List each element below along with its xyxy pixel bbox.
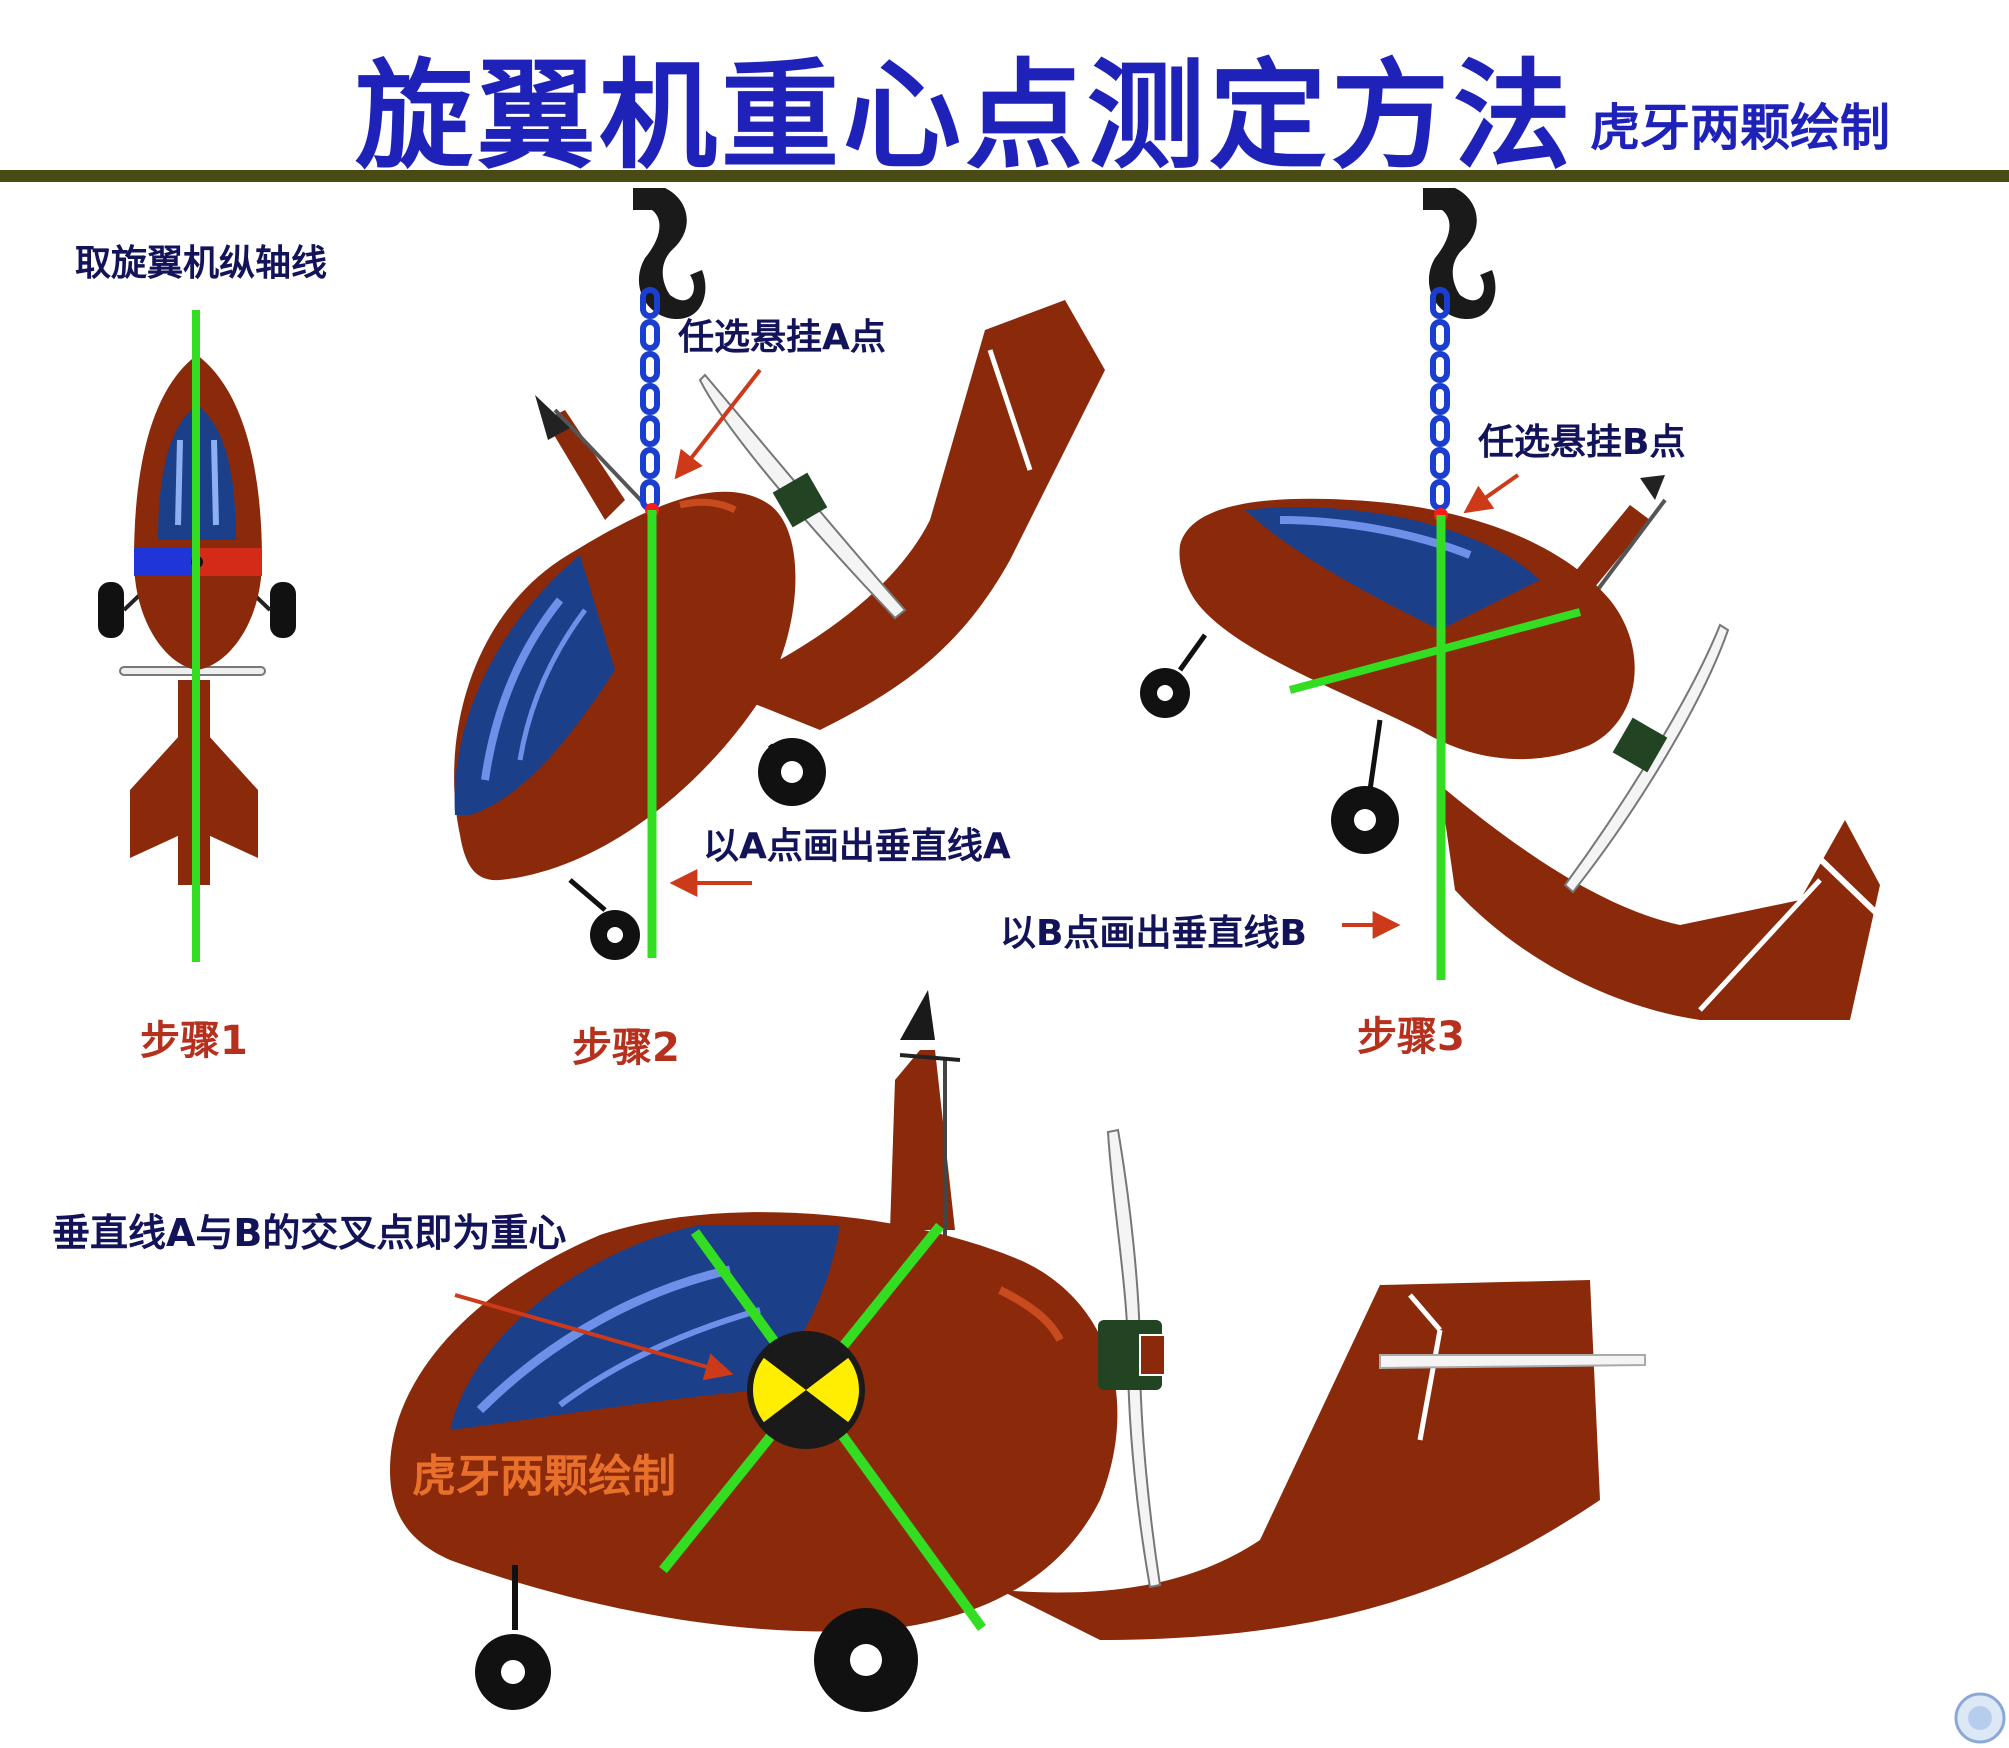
gyroplane-suspended-b	[1140, 188, 1923, 1020]
chain-icon	[643, 290, 657, 508]
intersection-label: 垂直线A与B的交叉点即为重心	[52, 1211, 567, 1255]
page-title: 旋翼机重心点测定方法	[355, 47, 1576, 185]
hook-icon	[1423, 188, 1496, 320]
gyroplane-side-view	[390, 990, 1646, 1712]
wheel-icon	[98, 582, 296, 638]
arrow-icon	[1342, 473, 1520, 939]
axis-label: 取旋翼机纵轴线	[75, 243, 328, 284]
propeller-icon	[698, 373, 907, 620]
wheel-icon	[1140, 633, 1399, 854]
hook-icon	[633, 188, 706, 320]
step-2-label: 步骤2	[572, 1025, 680, 1071]
watermark-label: 虎牙两颗绘制	[412, 1451, 676, 1502]
wheel-icon	[568, 738, 826, 960]
seal-icon	[1954, 1692, 2006, 1744]
cg-marker-icon	[747, 1331, 865, 1449]
line-a-on-b	[1288, 608, 1582, 694]
header-divider	[0, 170, 2009, 182]
point-a-label: 任选悬挂A点	[678, 317, 886, 358]
point-b-label: 任选悬挂B点	[1478, 422, 1686, 463]
propeller-icon	[1098, 1128, 1166, 1589]
chain-icon	[1433, 290, 1447, 508]
propeller-icon	[1563, 623, 1730, 894]
arrow-icon	[454, 1293, 734, 1381]
gyroplane-top-view	[98, 310, 296, 962]
arrow-icon	[669, 368, 762, 897]
line-b-label: 以B点画出垂直线B	[1000, 913, 1307, 954]
author-label: 虎牙两颗绘制	[1590, 99, 1890, 157]
step-1-label: 步骤1	[140, 1018, 248, 1064]
wheel-icon	[475, 1565, 918, 1712]
step-3-label: 步骤3	[1357, 1014, 1465, 1060]
line-a-label: 以A点画出垂直线A	[703, 826, 1011, 867]
gyroplane-suspended-a	[454, 188, 1105, 960]
